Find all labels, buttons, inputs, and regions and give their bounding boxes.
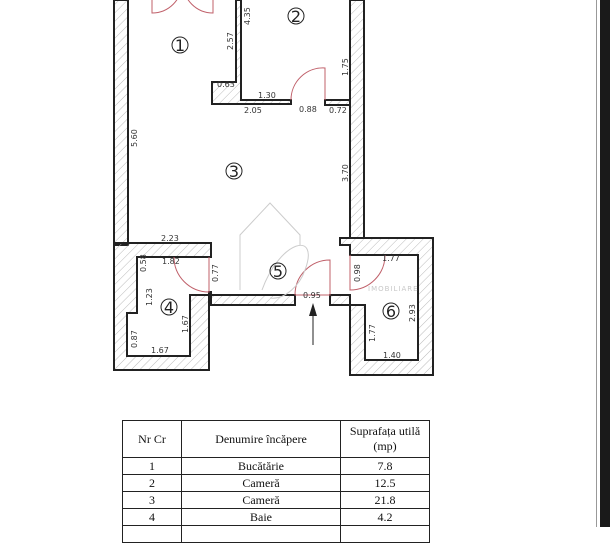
dim-293: 2.93: [408, 304, 417, 322]
room-label-3: 3: [225, 162, 243, 181]
dim-223: 2.23: [161, 234, 179, 243]
rooms-table: Nr Cr Denumire încăpere Suprafața utilă …: [122, 420, 430, 543]
cell-area: 21.8: [340, 491, 430, 509]
dim-205: 2.05: [244, 106, 262, 115]
door-room6: [349, 254, 386, 291]
dim-088: 0.88: [299, 105, 317, 114]
door-entrance: [294, 259, 331, 296]
dim-098: 0.98: [353, 264, 362, 282]
cell-area: 12.5: [340, 474, 430, 492]
cell-area: 4.2: [340, 508, 430, 526]
header-name: Denumire încăpere: [181, 420, 341, 458]
dim-175: 1.75: [341, 58, 350, 76]
wall-right: [349, 0, 365, 239]
dim-087: 0.87: [130, 330, 139, 348]
svg-text:2: 2: [291, 7, 301, 26]
cell-area: 7.8: [340, 457, 430, 475]
door-entrance-room1-right: [187, 0, 214, 14]
dim-370: 3.70: [341, 164, 350, 182]
dim-435: 4.35: [243, 7, 252, 25]
watermark-text: IMOBILIARE: [368, 285, 419, 293]
dim-130: 1.30: [258, 91, 276, 100]
floor-plan: IMOBILIARE 1 2 3 4 5 6 4.35 2.57 1.75 0.…: [113, 0, 434, 376]
window-edge-bar: [600, 0, 610, 527]
cell-nr: [122, 525, 182, 543]
svg-text:1: 1: [175, 36, 185, 55]
room-label-5: 5: [269, 262, 287, 281]
dim-072: 0.72: [329, 106, 347, 115]
cell-name: Bucătărie: [181, 457, 341, 475]
cell-nr: 4: [122, 508, 182, 526]
room-label-1: 1: [171, 36, 189, 55]
header-nr: Nr Cr: [122, 420, 182, 458]
cell-name: Cameră: [181, 474, 341, 492]
dim-177a: 1.77: [382, 254, 400, 263]
dim-167a: 1.67: [181, 315, 190, 333]
dim-167b: 1.67: [151, 346, 169, 355]
cell-name: Baie: [181, 508, 341, 526]
room-label-4: 4: [160, 298, 178, 317]
svg-text:3: 3: [229, 162, 239, 181]
dim-063: 0.63: [217, 80, 235, 89]
cell-nr: 1: [122, 457, 182, 475]
cell-area: [340, 525, 430, 543]
table-row: [122, 525, 430, 543]
dim-058: 0.58: [139, 254, 148, 272]
cell-nr: 2: [122, 474, 182, 492]
cell-name: [181, 525, 341, 543]
wall-room2-bottom-right: [324, 99, 351, 106]
dim-095: 0.95: [303, 291, 321, 300]
wall-room6: [329, 237, 434, 376]
dimension-labels: 4.35 2.57 1.75 0.63 1.30 2.05 0.88 0.72 …: [130, 7, 417, 360]
cell-name: Cameră: [181, 491, 341, 509]
dim-123: 1.23: [145, 288, 154, 306]
door-bathroom: [173, 256, 210, 293]
watermark-logo: IMOBILIARE: [239, 202, 419, 299]
dim-140: 1.40: [383, 351, 401, 360]
door-room2: [290, 67, 326, 101]
room-label-6: 6: [382, 302, 400, 321]
dim-257: 2.57: [226, 32, 235, 50]
header-area: Suprafața utilă (mp): [340, 420, 430, 458]
window-edge-line: [596, 0, 597, 527]
door-entrance-room1-left: [151, 0, 178, 14]
cell-nr: 3: [122, 491, 182, 509]
room-label-2: 2: [287, 7, 305, 26]
dim-177b: 1.77: [368, 324, 377, 342]
dim-560: 5.60: [130, 129, 139, 147]
svg-text:4: 4: [164, 298, 174, 317]
entrance-arrow-icon: [309, 303, 317, 345]
dim-182: 1.82: [162, 257, 180, 266]
wall-room1-room2: [211, 0, 292, 105]
walls: [113, 0, 434, 376]
doors: [151, 0, 386, 296]
svg-text:5: 5: [273, 262, 283, 281]
wall-left: [113, 0, 129, 246]
room-labels: 1 2 3 4 5 6: [160, 7, 400, 321]
table-header-row: Nr Cr Denumire încăpere Suprafața utilă …: [122, 420, 430, 458]
dim-077: 0.77: [211, 264, 220, 282]
svg-text:6: 6: [386, 302, 396, 321]
